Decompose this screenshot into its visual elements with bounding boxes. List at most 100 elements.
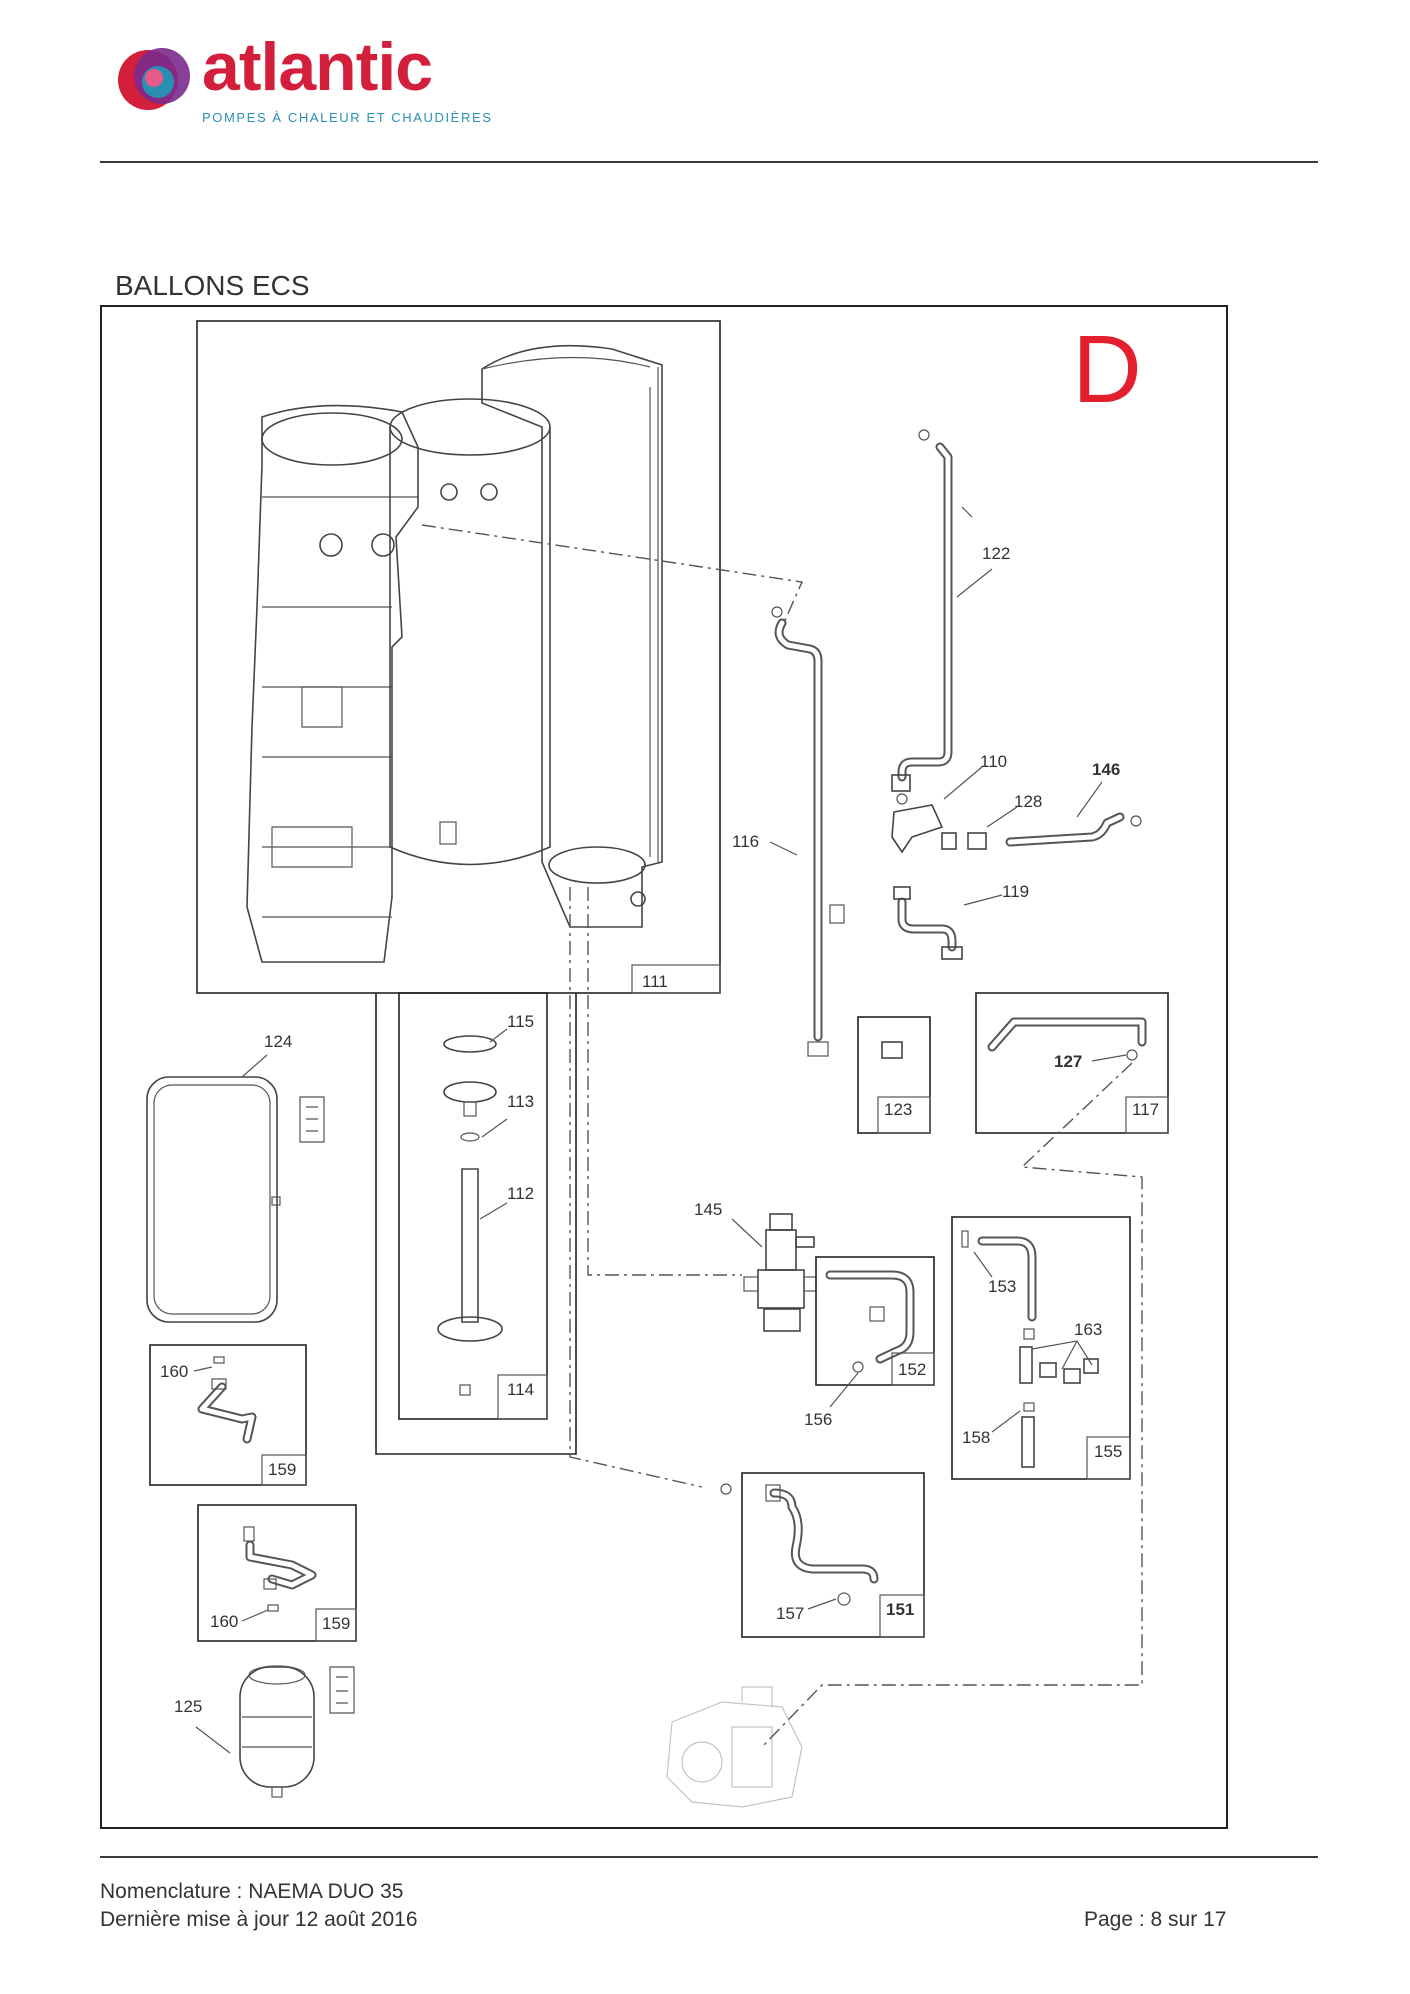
- label-123: 123: [884, 1100, 912, 1119]
- leader-163: [1031, 1340, 1093, 1370]
- connector-right: [761, 1062, 1143, 1748]
- brand-name: atlantic: [202, 29, 433, 105]
- diagram-canvas: .ln { fill:none; stroke:#444; stroke-wid…: [146, 316, 1169, 1808]
- label-152-frame: [891, 1352, 935, 1386]
- label-115: 115: [507, 1012, 534, 1031]
- leader-124: [241, 1054, 268, 1078]
- valve-145: [743, 1213, 817, 1332]
- pipe-151: [765, 1484, 879, 1606]
- inner-tank: [389, 398, 551, 866]
- label-114-frame: [497, 1374, 548, 1420]
- footer-rule: [100, 1856, 1318, 1858]
- pipe-153: [961, 1230, 1037, 1322]
- section-title: BALLONS ECS: [115, 270, 310, 301]
- label-117: 117: [1132, 1100, 1159, 1119]
- label-152: 152: [898, 1360, 926, 1379]
- leader-157: [807, 1598, 837, 1610]
- flange-113-top: [443, 1081, 497, 1103]
- box-114: [398, 992, 548, 1420]
- label-116: 116: [732, 832, 759, 851]
- label-117-frame: [1125, 1096, 1169, 1134]
- pump-ghost: [666, 1686, 803, 1808]
- leader-160a: [193, 1366, 213, 1372]
- pipe-152: [825, 1270, 915, 1373]
- plate-114: [437, 1316, 503, 1342]
- leader-158: [991, 1410, 1021, 1433]
- label-160a: 160: [160, 1362, 188, 1381]
- label-157: 157: [776, 1604, 804, 1623]
- leader-127: [1091, 1054, 1127, 1062]
- leader-112: [479, 1202, 508, 1220]
- leader-113: [481, 1118, 508, 1138]
- connector-tank-pipe: [421, 524, 804, 628]
- bracket-125: [329, 1666, 355, 1714]
- label-156: 156: [804, 1410, 832, 1429]
- footer-nomenclature: Nomenclature : NAEMA DUO 35: [100, 1880, 404, 1903]
- label-113: 113: [507, 1092, 534, 1111]
- label-125: 125: [174, 1697, 202, 1716]
- label-159b: 159: [322, 1614, 350, 1633]
- pipe-127: [987, 1017, 1147, 1061]
- insulation-jacket: [246, 404, 419, 963]
- leader-145: [731, 1218, 763, 1248]
- label-111-frame: [631, 964, 721, 994]
- expansion-vessel-124: [146, 1076, 281, 1323]
- leader-115: [489, 1028, 508, 1043]
- label-119: 119: [1002, 882, 1029, 901]
- label-111: 111: [642, 972, 668, 991]
- logo-mark-icon: [118, 48, 190, 110]
- section-letter: D: [1072, 316, 1141, 423]
- box-link-outline: [375, 993, 577, 1455]
- label-159a: 159: [268, 1460, 296, 1479]
- leader-156: [829, 1372, 859, 1408]
- leader-119: [963, 894, 1003, 906]
- label-123-frame: [877, 1096, 931, 1134]
- footer-updated: Dernière mise à jour 12 août 2016: [100, 1908, 418, 1931]
- header-rule: [100, 161, 1318, 163]
- brand-tagline: POMPES À CHALEUR ET CHAUDIÈRES: [202, 110, 493, 125]
- leader-153: [973, 1251, 993, 1278]
- connector-tank-151: [569, 887, 703, 1488]
- seal-115: [443, 1035, 497, 1053]
- box-155: [951, 1216, 1131, 1480]
- connector-tank-145: [587, 887, 742, 1276]
- label-146: 146: [1092, 760, 1120, 779]
- leader-128: [986, 806, 1018, 828]
- box-151: [741, 1472, 925, 1638]
- label-159a-frame: [261, 1454, 307, 1486]
- anode-112: [461, 1168, 479, 1323]
- rear-shell: [481, 344, 663, 928]
- exploded-diagram: .ln { fill:none; stroke:#444; stroke-wid…: [100, 305, 1228, 1829]
- fittings-163: [1019, 1328, 1099, 1468]
- footer-page: Page : 8 sur 17: [1084, 1908, 1227, 1931]
- brand-logo: atlantic POMPES À CHALEUR ET CHAUDIÈRES: [112, 29, 493, 128]
- pipe-159-bottom: [243, 1526, 317, 1612]
- label-159b-frame: [315, 1608, 357, 1642]
- label-127: 127: [1054, 1052, 1082, 1071]
- label-155-frame: [1086, 1436, 1131, 1480]
- box-159-bottom: [197, 1504, 357, 1642]
- fitting-123: [881, 1041, 903, 1059]
- label-128: 128: [1014, 792, 1042, 811]
- leader-146: [1076, 781, 1103, 818]
- leader-116: [769, 841, 798, 856]
- leader-122: [956, 568, 993, 598]
- pipe-159-top: [197, 1356, 257, 1444]
- label-110: 110: [980, 752, 1007, 771]
- box-117: [975, 992, 1169, 1134]
- oring-151: [720, 1483, 732, 1495]
- label-151: 151: [886, 1600, 914, 1619]
- label-153: 153: [988, 1277, 1016, 1296]
- label-158: 158: [962, 1428, 990, 1447]
- label-122: 122: [982, 544, 1010, 563]
- label-114: 114: [507, 1380, 534, 1399]
- label-163: 163: [1074, 1320, 1102, 1339]
- label-155: 155: [1094, 1442, 1122, 1461]
- leader-160b: [241, 1609, 269, 1622]
- box-159-top: [149, 1344, 307, 1486]
- leader-125: [195, 1726, 231, 1754]
- pipe-122: [897, 429, 973, 782]
- label-151-frame: [879, 1594, 925, 1638]
- oring-113: [460, 1132, 480, 1142]
- expansion-vessel-125: [239, 1665, 315, 1798]
